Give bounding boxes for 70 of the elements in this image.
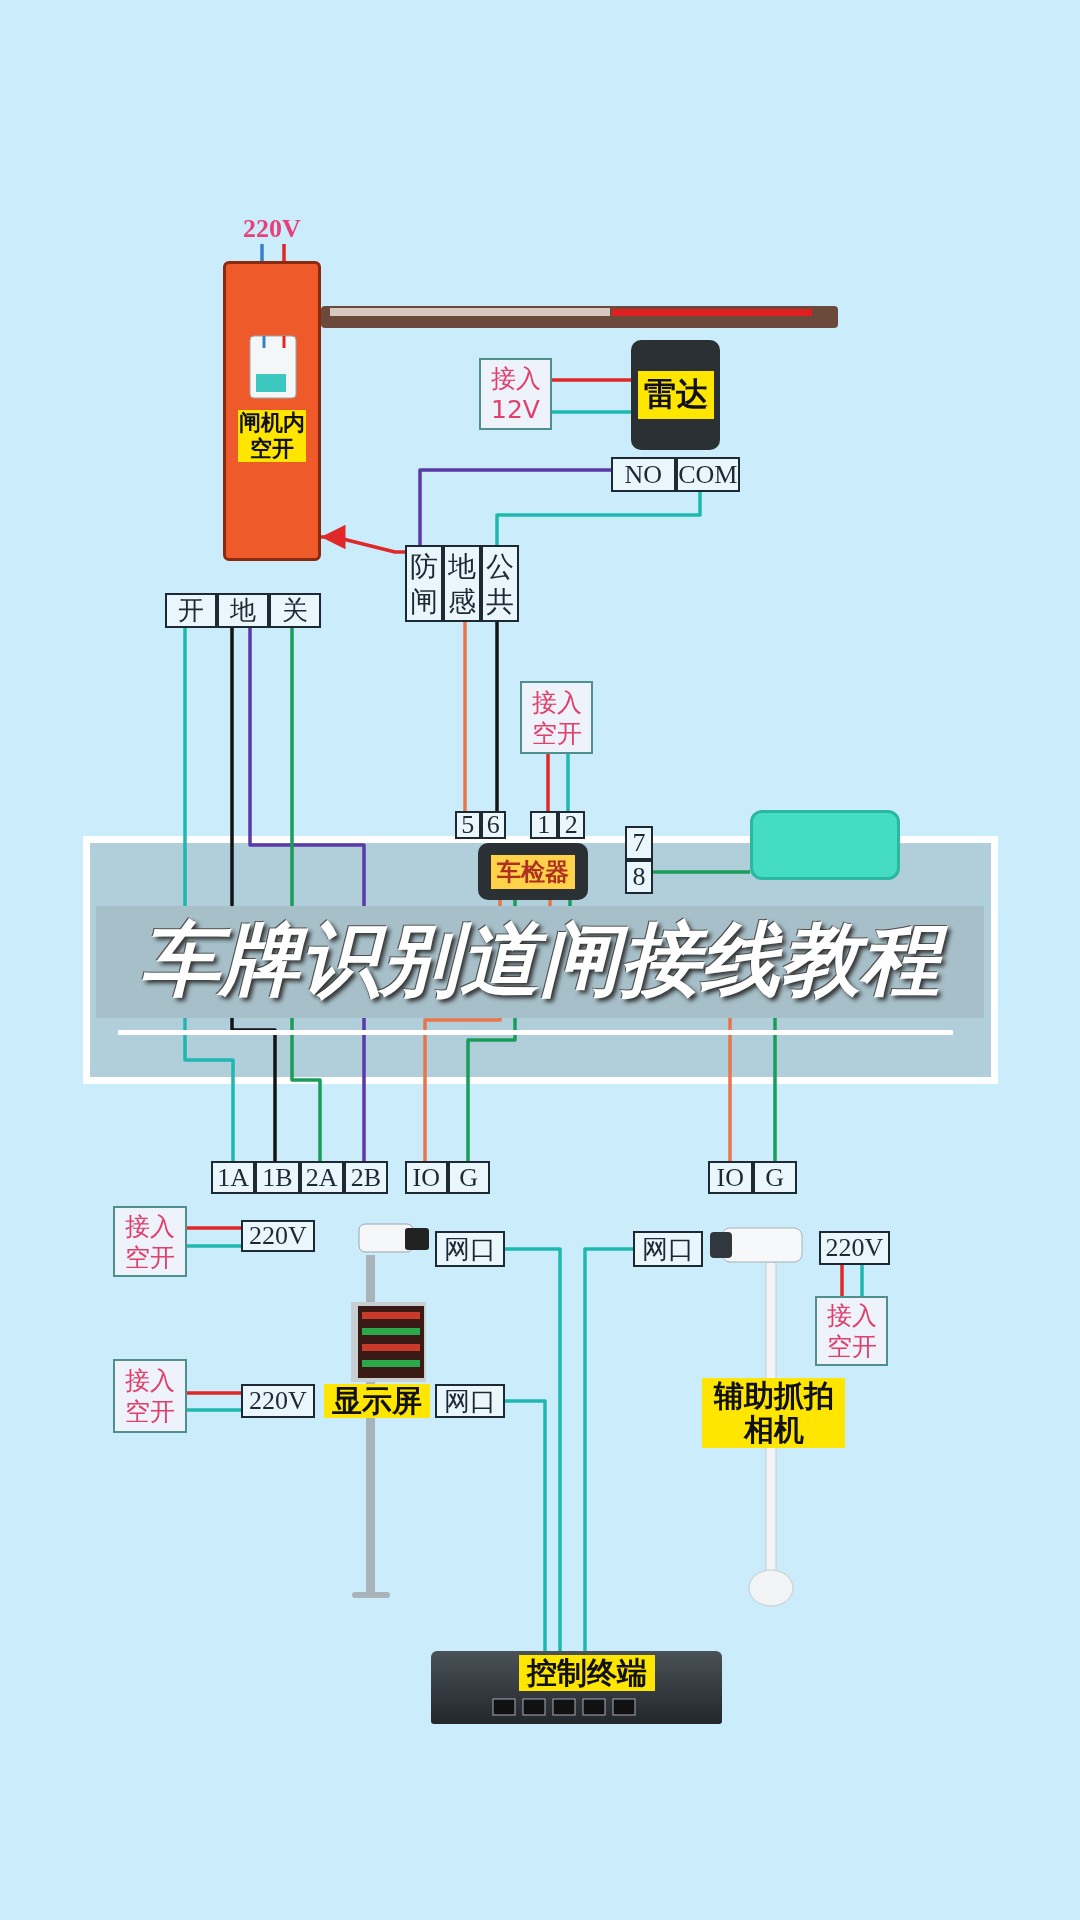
wire (495, 622, 499, 811)
control-terminal (431, 1651, 722, 1724)
wire (187, 1408, 241, 1412)
device-label: 闸机内空开 (238, 410, 306, 462)
terminal-cell: 开 (165, 593, 217, 628)
terminal-cell: 5 (455, 811, 481, 839)
terminal-cell: G (447, 1161, 490, 1194)
terminal-cell: IO (708, 1161, 753, 1194)
wire (583, 1247, 633, 1651)
wire (552, 410, 631, 414)
terminal-cell: 8 (625, 860, 653, 894)
terminal-cell: 防闸 (405, 545, 443, 622)
wire (290, 628, 322, 1161)
terminal-cell: IO (405, 1161, 448, 1194)
terminal-cell: 2A (299, 1161, 344, 1194)
terminal-cell: 1B (255, 1161, 300, 1194)
gate-cabinet (223, 261, 321, 561)
wire (505, 1247, 562, 1651)
rounded-box (750, 810, 900, 880)
wire (860, 1265, 864, 1296)
wire (187, 1391, 241, 1395)
network-port-box: 网口 (435, 1384, 505, 1418)
wire (552, 378, 631, 382)
wire (187, 1244, 241, 1248)
wire (418, 468, 611, 545)
wire (463, 622, 467, 811)
terminal-cell: NO (611, 457, 676, 492)
device-label: 车检器 (491, 854, 575, 889)
device-label: 雷达 (637, 371, 714, 419)
terminal-cell: COM (675, 457, 740, 492)
power-switch-box: 接入空开 (815, 1296, 888, 1366)
terminal-cell: 7 (625, 826, 653, 860)
terminal-cell: 关 (269, 593, 321, 628)
power-switch-box: 接入空开 (113, 1359, 187, 1433)
device-label: 控制终端 (519, 1655, 655, 1691)
vehicle-detector (478, 843, 588, 900)
wire (495, 492, 702, 545)
terminal-cell: 2 (557, 811, 585, 839)
network-port-box: 网口 (633, 1231, 703, 1267)
terminal-cell: 地感 (443, 545, 481, 622)
power-switch-box: 接入空开 (520, 681, 593, 754)
terminal-cell: G (752, 1161, 797, 1194)
wire (260, 244, 264, 261)
network-port-box: 网口 (435, 1231, 505, 1267)
voltage-box: 220V (241, 1220, 315, 1252)
wire (840, 1265, 844, 1296)
terminal-cell: 公共 (481, 545, 519, 622)
voltage-label: 220V (236, 214, 308, 244)
wire (187, 1226, 241, 1230)
terminal-cell: 2B (343, 1161, 388, 1194)
terminal-cell: 地 (217, 593, 269, 628)
device-label: 显示屏 (324, 1384, 430, 1418)
wire (505, 1399, 547, 1651)
power-switch-box: 接入12V (479, 358, 552, 430)
wire (466, 900, 517, 1161)
radar-device (631, 340, 720, 450)
voltage-box: 220V (241, 1384, 315, 1418)
voltage-box: 220V (819, 1231, 890, 1265)
title-text: 车牌识别道闸接线教程 (96, 906, 984, 1018)
power-switch-box: 接入空开 (113, 1206, 187, 1277)
wire (282, 244, 286, 261)
wire (566, 754, 570, 811)
wire (183, 628, 235, 1161)
arrow (321, 524, 405, 554)
wire (546, 754, 550, 811)
wire (653, 870, 750, 874)
device-label: 辅助抓拍相机 (702, 1378, 845, 1448)
terminal-cell: 6 (480, 811, 506, 839)
terminal-cell: 1A (211, 1161, 256, 1194)
terminal-cell: 1 (530, 811, 558, 839)
